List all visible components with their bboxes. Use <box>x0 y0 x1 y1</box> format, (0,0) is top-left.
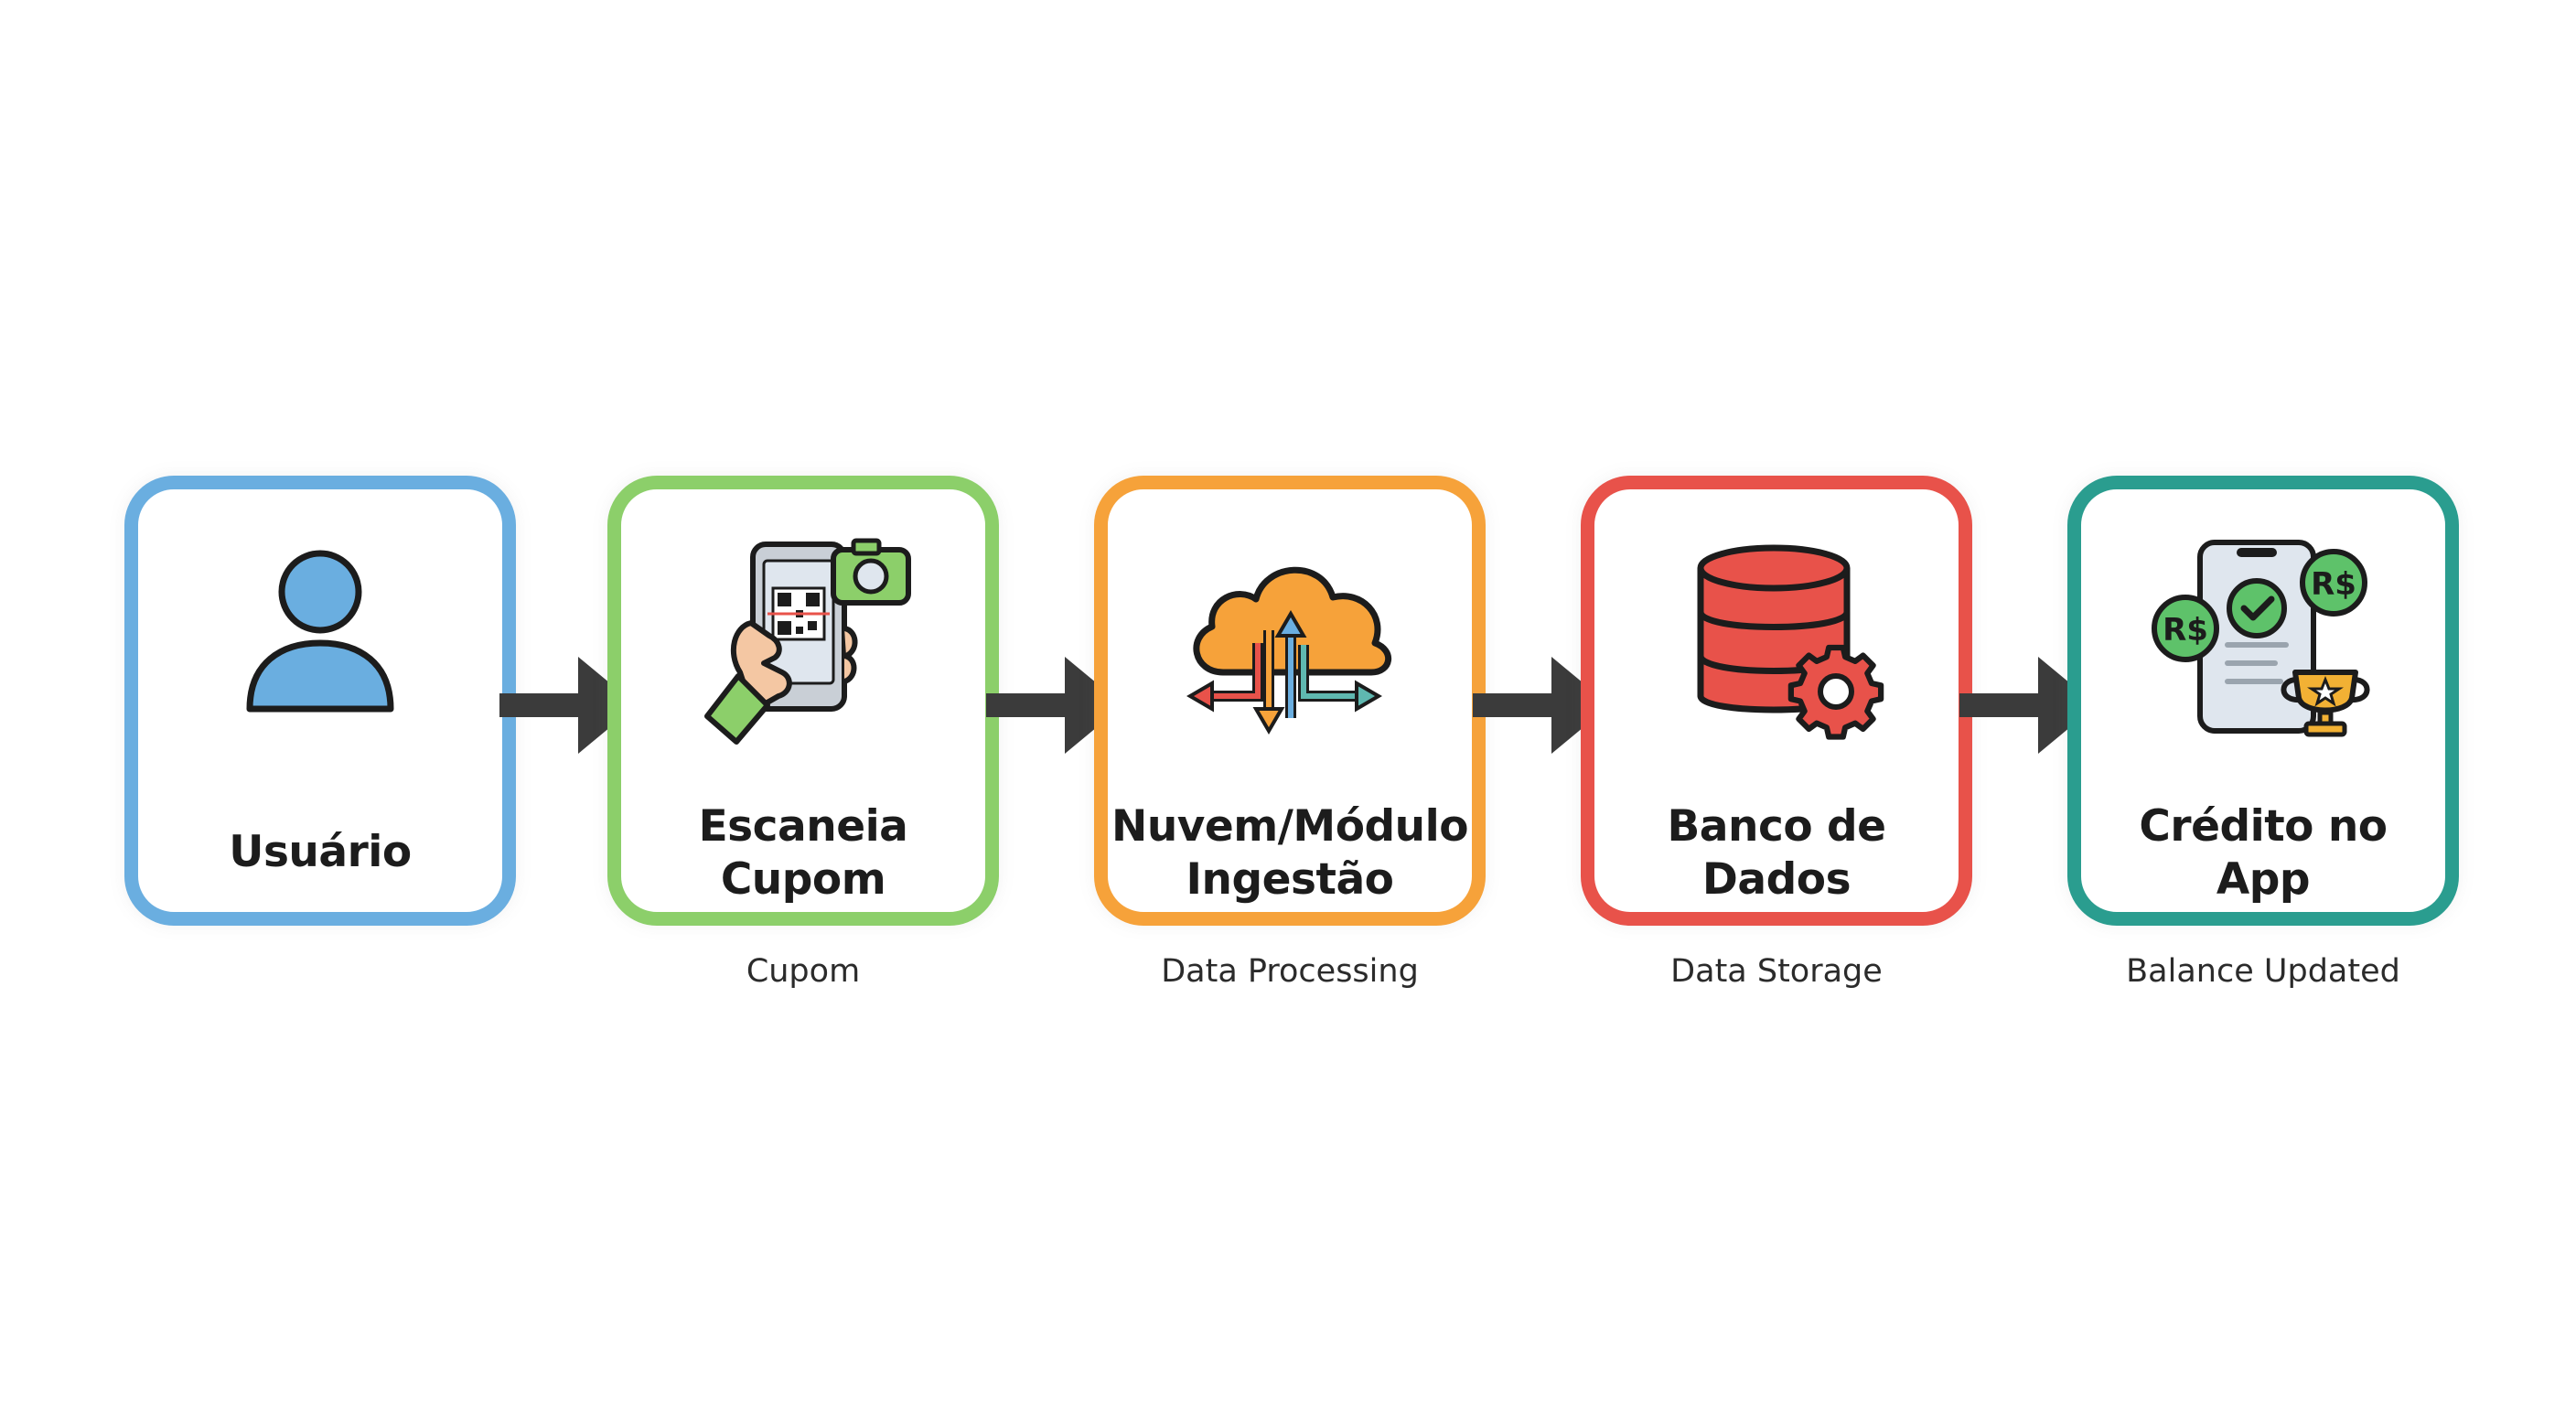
phone-credit-icon: R$ R$ <box>2140 535 2387 755</box>
step-title: Usuário <box>138 826 502 879</box>
step-title: Nuvem/Módulo Ingestão <box>1108 800 1472 906</box>
step-title-line1: Escaneia <box>698 801 908 852</box>
step-card-usuario: Usuário <box>124 476 516 926</box>
step-title: Escaneia Cupom <box>621 800 985 906</box>
step-card-escaneia-cupom: Escaneia Cupom <box>607 476 999 926</box>
database-gear-icon <box>1653 535 1900 755</box>
step-title-line1: Crédito no <box>2139 801 2388 852</box>
step-title-line2: Ingestão <box>1186 854 1394 905</box>
currency-text: R$ <box>2311 566 2356 603</box>
step-card-nuvem-modulo-ingestao: Nuvem/Módulo Ingestão <box>1094 476 1486 926</box>
step-caption: Cupom <box>746 953 861 990</box>
step-title-line1: Nuvem/Módulo <box>1111 801 1469 852</box>
step-card-banco-de-dados: Banco de Dados <box>1581 476 1972 926</box>
step-card-credito-no-app: R$ R$ Crédito no App <box>2067 476 2459 926</box>
step-caption: Data Processing <box>1161 953 1419 990</box>
step-title: Crédito no App <box>2081 800 2445 906</box>
step-title-line2: App <box>2216 854 2311 905</box>
step-title: Banco de Dados <box>1594 800 1959 906</box>
currency-text: R$ <box>2163 612 2208 649</box>
cloud-sync-icon <box>1166 535 1413 755</box>
user-icon <box>197 535 444 755</box>
step-caption: Data Storage <box>1670 953 1883 990</box>
step-title-line1: Banco de <box>1667 801 1886 852</box>
step-title-line2: Dados <box>1701 854 1852 905</box>
phone-qr-scan-icon <box>680 535 927 755</box>
step-caption: Balance Updated <box>2126 953 2400 990</box>
step-title-line2: Cupom <box>720 854 886 905</box>
step-title-line1: Usuário <box>229 827 412 877</box>
